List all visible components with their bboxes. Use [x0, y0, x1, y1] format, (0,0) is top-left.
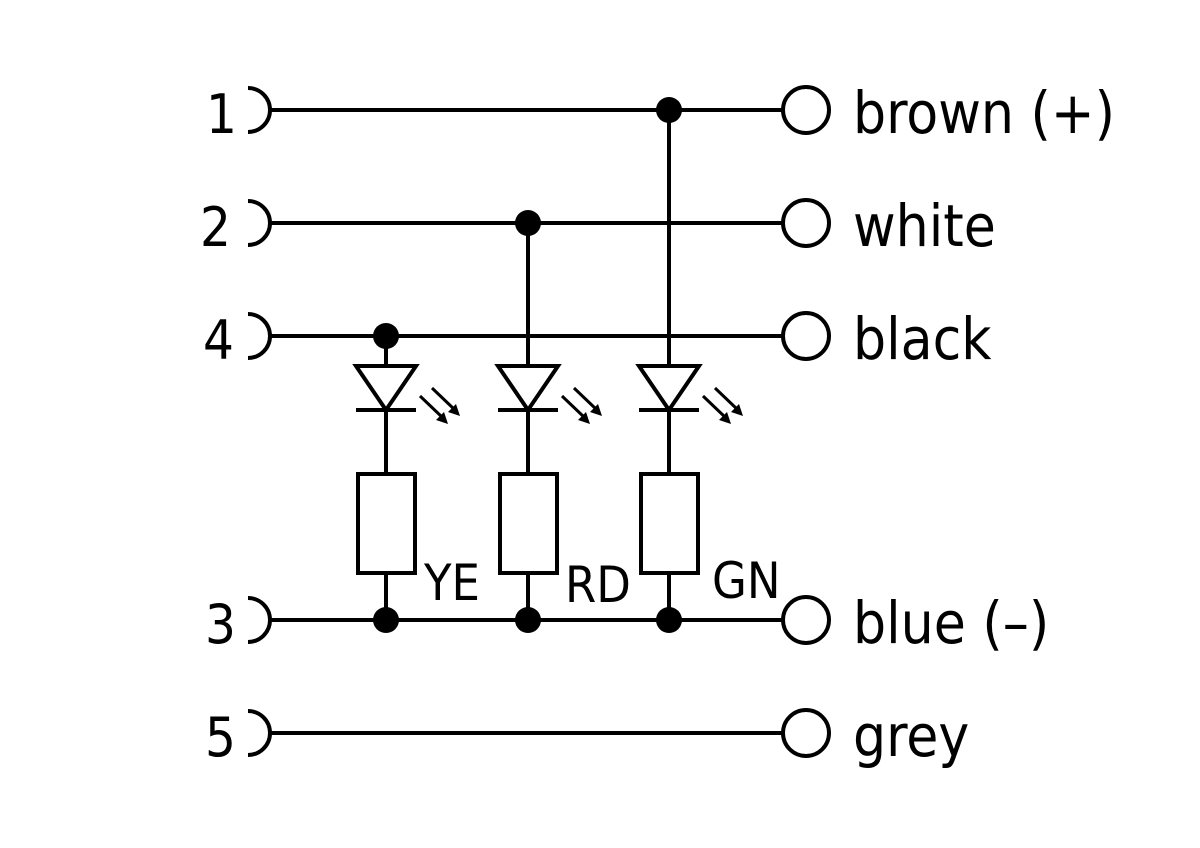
- junction-dot-white: [515, 210, 541, 236]
- row-pin-4: 4 black: [203, 305, 992, 373]
- led-diode-icon: [352, 364, 420, 414]
- junction-dot-brown: [656, 97, 682, 123]
- terminal-2: [781, 198, 831, 248]
- row-pin-3: 3 blue (–): [205, 589, 1049, 657]
- junction-dot-blue: [515, 607, 541, 633]
- junction-dot-blue: [373, 607, 399, 633]
- light-arrow-icon: [713, 386, 740, 412]
- wire-label-grey: grey: [853, 702, 969, 770]
- pin-socket-4: [247, 312, 272, 360]
- pin-number-1: 1: [206, 83, 237, 146]
- wire-label-brown: brown (+): [853, 79, 1115, 147]
- terminal-3: [781, 595, 831, 645]
- light-arrowhead-icon: [436, 412, 448, 424]
- row-pin-5: 5 grey: [205, 702, 969, 770]
- row-pin-1: 1 brown (+): [206, 79, 1115, 147]
- light-arrow-icon: [560, 394, 587, 420]
- led-label-ye: YE: [423, 554, 480, 612]
- terminal-4: [781, 311, 831, 361]
- resistor-icon: [639, 472, 700, 575]
- led-branch-ye: YE: [352, 364, 480, 633]
- light-arrow-icon: [430, 386, 457, 412]
- pin-number-4: 4: [203, 309, 234, 372]
- pin-number-5: 5: [205, 706, 236, 769]
- wire-label-white: white: [853, 192, 996, 260]
- led-label-gn: GN: [712, 552, 781, 610]
- led-label-rd: RD: [565, 556, 631, 614]
- light-arrow-icon: [701, 394, 728, 420]
- led-branch-gn: GN: [635, 364, 781, 633]
- pin-socket-1: [247, 86, 272, 134]
- light-arrowhead-icon: [448, 404, 460, 416]
- junction-dot-black: [373, 323, 399, 349]
- pin-number-3: 3: [205, 593, 236, 656]
- light-arrowhead-icon: [590, 404, 602, 416]
- led-branch-rd: RD: [494, 364, 631, 633]
- resistor-icon: [356, 472, 417, 575]
- light-arrowhead-icon: [578, 412, 590, 424]
- light-arrow-icon: [572, 386, 599, 412]
- terminal-5: [781, 708, 831, 758]
- pin-socket-5: [247, 709, 272, 757]
- terminal-1: [781, 85, 831, 135]
- light-arrowhead-icon: [731, 404, 743, 416]
- wire-label-blue: blue (–): [853, 589, 1049, 657]
- pin-number-2: 2: [200, 196, 231, 259]
- pin-socket-3: [247, 596, 272, 644]
- led-diode-icon: [635, 364, 703, 414]
- row-pin-2: 2 white: [200, 192, 996, 260]
- led-diode-icon: [494, 364, 562, 414]
- junction-dot-blue: [656, 607, 682, 633]
- wire-label-black: black: [853, 305, 992, 373]
- resistor-icon: [498, 472, 559, 575]
- pin-socket-2: [247, 199, 272, 247]
- light-arrowhead-icon: [719, 412, 731, 424]
- light-arrow-icon: [418, 394, 445, 420]
